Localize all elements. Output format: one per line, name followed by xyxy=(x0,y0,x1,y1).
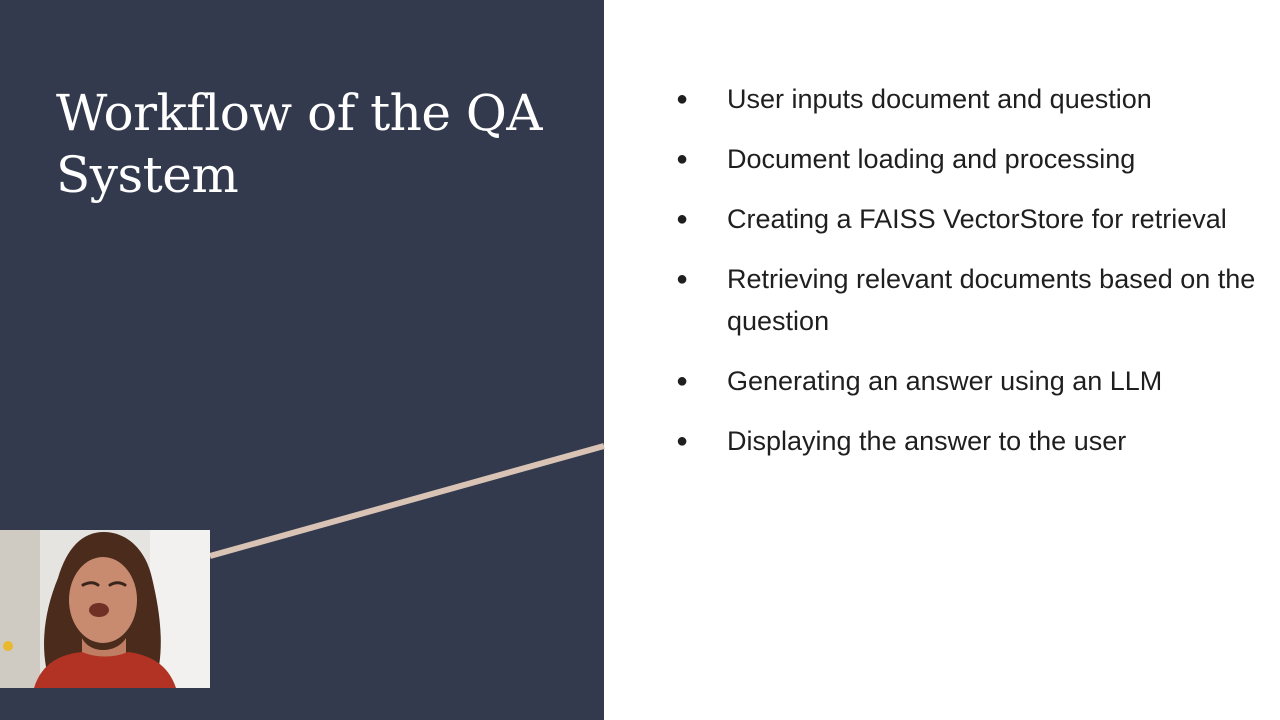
presenter-face xyxy=(69,557,137,643)
presenter-video-feed xyxy=(0,530,210,688)
presenter-mouth xyxy=(89,603,109,617)
presenter-top xyxy=(34,652,176,688)
bullet-item-displaying-answer: Displaying the answer to the user xyxy=(676,420,1256,462)
bullet-item-faiss-vectorstore: Creating a FAISS VectorStore for retriev… xyxy=(676,198,1256,240)
slide-title: Workflow of the QA System xyxy=(56,84,542,204)
presenter-eyes xyxy=(81,581,127,587)
video-window-light xyxy=(150,530,210,688)
bullet-item-document-loading: Document loading and processing xyxy=(676,138,1256,180)
bullet-item-retrieving-documents: Retrieving relevant documents based on t… xyxy=(676,258,1256,342)
presenter-video-icon xyxy=(0,530,210,688)
bullet-item-generating-answer: Generating an answer using an LLM xyxy=(676,360,1256,402)
video-shelf xyxy=(0,530,40,688)
bullet-item-user-inputs: User inputs document and question xyxy=(676,78,1256,120)
bullet-list: User inputs document and question Docume… xyxy=(676,78,1256,480)
video-yellow-object xyxy=(3,641,13,651)
